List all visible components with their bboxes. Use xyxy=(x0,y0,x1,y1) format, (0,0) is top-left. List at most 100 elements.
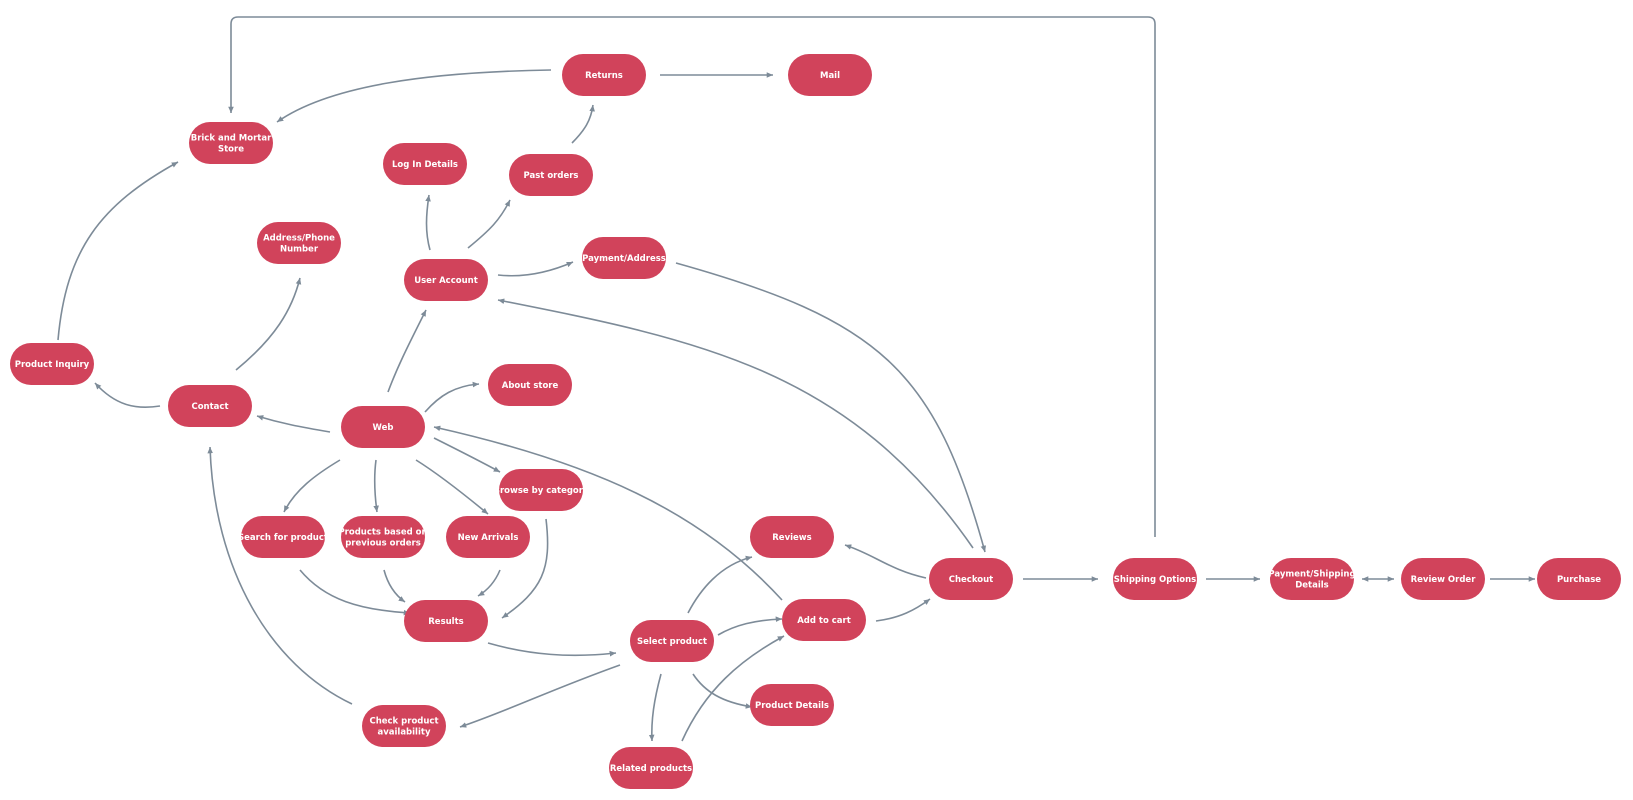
node-select: Select product xyxy=(630,620,714,662)
edge-browse-to-results xyxy=(501,518,549,619)
edge-select-to-reviews xyxy=(687,555,753,614)
edge-newarrivals-to-results xyxy=(477,569,501,597)
node-shape xyxy=(362,705,446,747)
node-shape xyxy=(404,600,488,642)
node-browse: Browse by category xyxy=(494,469,589,511)
node-shape xyxy=(341,516,425,558)
node-shape xyxy=(446,516,530,558)
edge-web-to-useraccount xyxy=(387,309,427,393)
node-shape xyxy=(1270,558,1354,600)
node-label: Shipping Options xyxy=(1114,575,1197,585)
edge-web-to-contact xyxy=(256,415,331,433)
node-shape xyxy=(630,620,714,662)
edge-related-to-addtocart xyxy=(681,635,785,742)
edge-useraccount-to-payaddr xyxy=(497,261,574,277)
node-label: User Account xyxy=(414,276,478,286)
node-label: Related products xyxy=(610,764,692,774)
node-shape xyxy=(257,222,341,264)
node-shape xyxy=(488,364,572,406)
edge-checkout-to-reviews xyxy=(844,544,927,579)
node-shape xyxy=(562,54,646,96)
node-label: Add to cart xyxy=(797,616,851,626)
node-shape xyxy=(782,599,866,641)
node-purchase: Purchase xyxy=(1537,558,1621,600)
node-results: Results xyxy=(404,600,488,642)
edge-web-to-about xyxy=(424,381,480,413)
node-returns: Returns xyxy=(562,54,646,96)
node-label: Purchase xyxy=(1557,575,1601,585)
edge-search-to-results xyxy=(299,569,411,616)
edge-contact-to-address xyxy=(235,277,302,371)
node-shape xyxy=(499,469,583,511)
node-label: Log In Details xyxy=(392,160,458,170)
edge-useraccount-to-pastorders xyxy=(467,199,511,249)
node-shape xyxy=(1113,558,1197,600)
node-label: Reviews xyxy=(772,533,811,543)
edges-layer xyxy=(57,16,1535,742)
node-checkout: Checkout xyxy=(929,558,1013,600)
node-login: Log In Details xyxy=(383,143,467,185)
node-web: Web xyxy=(341,406,425,448)
node-search: Search for product xyxy=(238,516,328,558)
edge-web-to-search xyxy=(283,459,341,513)
edge-addtocart-to-web xyxy=(433,425,783,601)
node-label: Review Order xyxy=(1411,575,1477,585)
node-label: Checkout xyxy=(949,575,993,585)
node-label: Web xyxy=(373,423,394,433)
edge-checkout-to-useraccount xyxy=(497,298,974,549)
edge-web-to-prevorders xyxy=(373,459,379,513)
node-newarrivals: New Arrivals xyxy=(446,516,530,558)
edge-results-to-select xyxy=(487,642,617,657)
node-shape xyxy=(582,237,666,279)
node-contact: Contact xyxy=(168,385,252,427)
node-label: Returns xyxy=(585,71,623,81)
edge-inquiry-to-brick xyxy=(57,161,179,341)
node-shape xyxy=(10,343,94,385)
node-pastorders: Past orders xyxy=(509,154,593,196)
edge-pastorders-to-returns xyxy=(571,104,595,144)
edge-select-to-checkavail xyxy=(459,664,621,728)
node-shape xyxy=(341,406,425,448)
node-label: About store xyxy=(502,381,559,391)
edge-payaddr-to-checkout xyxy=(675,262,987,553)
node-label: Contact xyxy=(191,402,228,412)
node-related: Related products xyxy=(609,747,693,789)
node-label: Results xyxy=(428,617,463,627)
node-inquiry: Product Inquiry xyxy=(10,343,94,385)
node-about: About store xyxy=(488,364,572,406)
node-label: New Arrivals xyxy=(458,533,519,543)
node-shape xyxy=(241,516,325,558)
node-reviews: Reviews xyxy=(750,516,834,558)
node-shape xyxy=(404,259,488,301)
edge-shipping-to-brick xyxy=(228,16,1156,537)
node-label: Product Details xyxy=(755,701,829,711)
node-payaddr: Payment/Address xyxy=(582,237,666,279)
node-label: Product Inquiry xyxy=(15,360,90,370)
node-shape xyxy=(168,385,252,427)
edge-web-to-newarrivals xyxy=(415,459,489,515)
edge-prevorders-to-results xyxy=(383,569,406,603)
node-shape xyxy=(1537,558,1621,600)
node-shape xyxy=(383,143,467,185)
edge-returns-to-brick xyxy=(276,69,552,123)
edge-useraccount-to-login xyxy=(425,194,431,251)
edge-web-to-browse xyxy=(433,437,501,473)
node-shape xyxy=(750,516,834,558)
node-label: Mail xyxy=(820,71,840,81)
node-mail: Mail xyxy=(788,54,872,96)
node-details: Product Details xyxy=(750,684,834,726)
node-label: Browse by category xyxy=(494,486,589,496)
node-label: Past orders xyxy=(524,171,579,181)
edge-select-to-addtocart xyxy=(717,616,783,636)
